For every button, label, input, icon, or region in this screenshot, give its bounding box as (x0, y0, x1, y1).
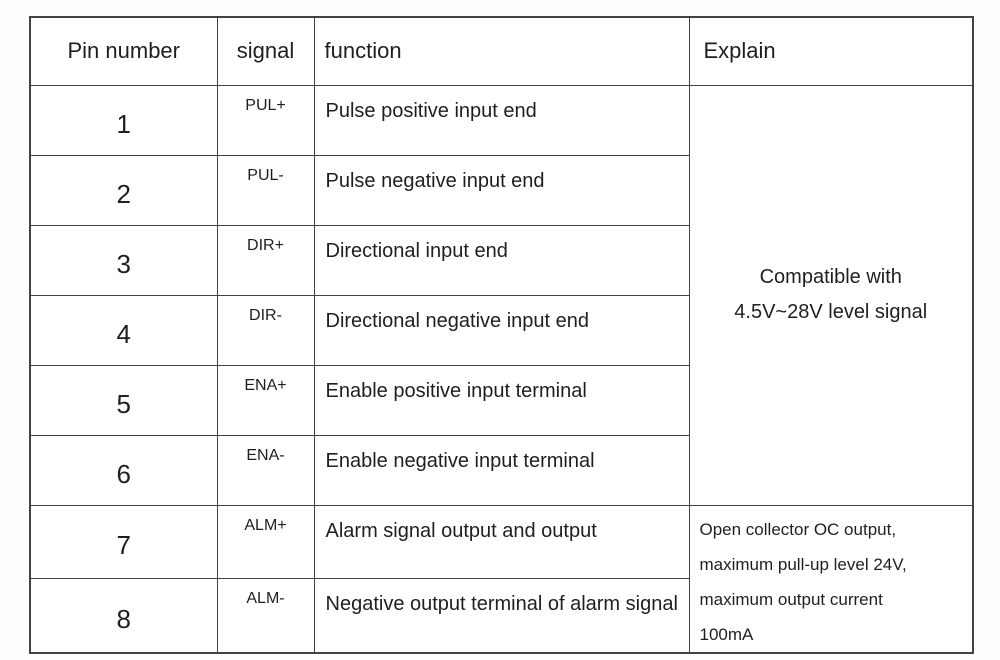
pin-number-cell: 1 (29, 84, 218, 156)
function-cell: Enable positive input terminal (313, 364, 690, 436)
pin-number-cell: 3 (29, 224, 218, 296)
explain-alarm-line-4: 100mA (699, 624, 754, 644)
function-cell: Negative output terminal of alarm signal (313, 578, 690, 653)
table-row-pin-8: 8 ALM- Negative output terminal of alarm… (29, 578, 973, 653)
pin-number-cell: 4 (29, 294, 218, 366)
explain-alarm-line-2: maximum pull-up level 24V, (699, 554, 907, 574)
pinout-table: Pin number signal function Explain 1 PUL… (29, 16, 974, 654)
pin-number-cell: 8 (29, 578, 218, 653)
explain-alarm-cell: Open collector OC output, maximum pull-u… (688, 504, 974, 653)
explain-level-line-2: 4.5V~28V level signal (734, 301, 928, 323)
function-cell: Pulse positive input end (313, 84, 690, 156)
pin-number-cell: 6 (29, 434, 218, 506)
pin-number-cell: 2 (29, 154, 218, 226)
table-row-pin-5: 5 ENA+ Enable positive input terminal (29, 364, 973, 436)
table-row-pin-3: 3 DIR+ Directional input end (29, 224, 973, 296)
pin-number-cell: 7 (29, 504, 218, 580)
signal-cell: DIR+ (216, 224, 315, 296)
header-function: function (313, 16, 690, 86)
table-row-pin-4: 4 DIR- Directional negative input end (29, 294, 973, 366)
explain-level-line-1: Compatible with (759, 266, 902, 288)
signal-cell: ALM- (216, 578, 315, 653)
signal-cell: DIR- (216, 294, 315, 366)
header-explain: Explain (688, 16, 974, 86)
signal-cell: ENA- (216, 434, 315, 506)
signal-cell: PUL- (216, 154, 315, 226)
signal-cell: ALM+ (216, 504, 315, 580)
table-row-pin-6: 6 ENA- Enable negative input terminal (29, 434, 973, 506)
function-cell: Pulse negative input end (313, 154, 690, 226)
signal-cell: PUL+ (216, 84, 315, 156)
table-row-pin-7: 7 ALM+ Alarm signal output and output Op… (29, 504, 974, 653)
explain-level-signal-cell: Compatible with 4.5V~28V level signal (688, 84, 974, 506)
pin-number-cell: 5 (29, 364, 218, 436)
signal-cell: ENA+ (216, 364, 315, 436)
function-cell: Directional negative input end (313, 294, 690, 366)
table-header-row: Pin number signal function Explain (29, 16, 974, 86)
function-cell: Alarm signal output and output (313, 504, 690, 580)
explain-alarm-line-3: maximum output current (699, 589, 883, 609)
function-cell: Directional input end (313, 224, 690, 296)
function-cell: Enable negative input terminal (313, 434, 690, 506)
header-pin-number: Pin number (29, 16, 218, 86)
table-row-pin-1: 1 PUL+ Pulse positive input end Compatib… (29, 84, 974, 506)
header-signal: signal (216, 16, 315, 86)
explain-alarm-line-1: Open collector OC output, (699, 519, 897, 539)
table-row-pin-2: 2 PUL- Pulse negative input end (29, 154, 973, 226)
